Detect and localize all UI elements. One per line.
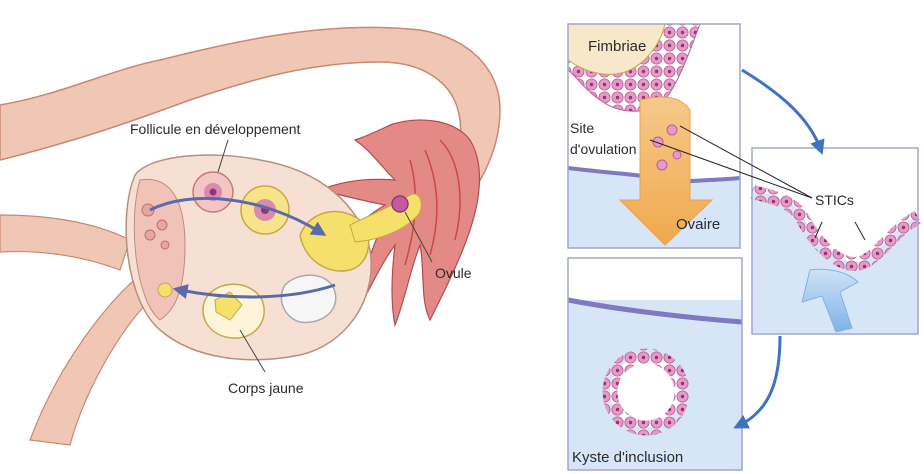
right-panels: Fimbriae Site d'ovulation Ovaire STICs K…: [568, 24, 918, 470]
panel-ovulation-site: Fimbriae Site d'ovulation Ovaire: [568, 24, 740, 248]
label-site-line1: Site: [570, 120, 594, 136]
panel-inclusion-cyst: Kyste d'inclusion: [568, 258, 742, 470]
label-stics: STICs: [815, 192, 854, 208]
inclusion-cyst: [610, 356, 682, 428]
process-arrow-bottom: [740, 336, 780, 425]
label-ovule: Ovule: [435, 265, 472, 281]
label-ovary: Ovaire: [676, 216, 720, 233]
label-follicle: Follicule en développement: [130, 121, 301, 137]
process-arrow-top: [742, 70, 820, 148]
ovum: [392, 196, 408, 212]
panel-stics: STICs: [752, 148, 918, 334]
left-ligament-shape: [0, 215, 130, 270]
label-site-line2: d'ovulation: [570, 141, 637, 157]
label-corpus-luteum: Corps jaune: [228, 380, 304, 396]
lower-ligament-shape: [30, 275, 150, 445]
label-cyst: Kyste d'inclusion: [572, 449, 683, 466]
left-ovary-illustration: Follicule en développement Ovule Corps j…: [0, 27, 500, 445]
label-fimbriae: Fimbriae: [588, 38, 646, 55]
